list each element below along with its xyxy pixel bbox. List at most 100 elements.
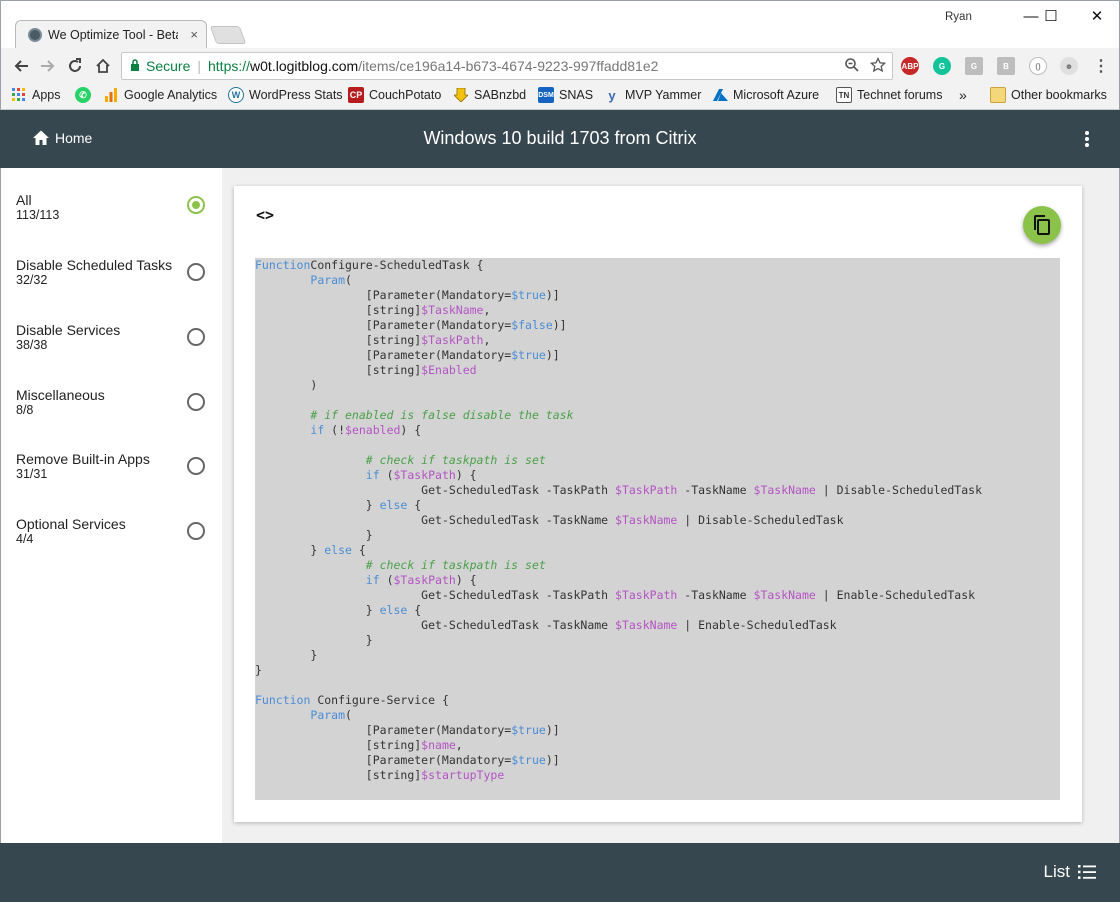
main-content: <> FunctionConfigure-ScheduledTask { Par…	[222, 168, 1120, 843]
bookmark-couchpotato[interactable]: CP CouchPotato	[348, 87, 441, 103]
whatsapp-icon: ✆	[75, 87, 91, 103]
code-line: # check if taskpath is set	[255, 453, 1060, 468]
bookmark-google-analytics[interactable]: Google Analytics	[103, 87, 217, 103]
zoom-icon[interactable]	[844, 57, 860, 77]
bookmark-snas[interactable]: DSM SNAS	[538, 87, 593, 103]
bookmark-whatsapp[interactable]: ✆	[75, 87, 96, 103]
bookmark-microsoft-azure[interactable]: Microsoft Azure	[712, 87, 819, 103]
code-line: } else {	[255, 543, 1060, 558]
category-count: 8/8	[16, 403, 34, 417]
code-token: (	[379, 468, 394, 482]
yammer-icon: y	[608, 87, 616, 103]
code-token: Configure-ScheduledTask {	[310, 258, 484, 272]
code-line: }	[255, 528, 1060, 543]
list-label: List	[1043, 862, 1070, 881]
extension-code-icon[interactable]: ()	[1029, 57, 1047, 75]
browser-tab[interactable]: We Optimize Tool - Beta ×	[15, 20, 207, 49]
bookmark-apps[interactable]: Apps	[11, 87, 61, 103]
extension-g-icon[interactable]: G	[965, 57, 983, 75]
home-browser-button[interactable]	[91, 54, 115, 78]
code-token: Function	[255, 693, 311, 707]
category-optional-services[interactable]: Optional Services 4/4	[16, 517, 216, 559]
category-radio[interactable]	[187, 263, 205, 281]
code-token: }	[255, 633, 373, 647]
tab-close-icon[interactable]: ×	[190, 27, 198, 42]
copy-button[interactable]	[1023, 206, 1061, 244]
code-line	[255, 393, 1060, 408]
code-token	[255, 423, 310, 437]
minimize-button[interactable]: —	[1023, 7, 1039, 25]
back-arrow-icon	[14, 60, 28, 72]
code-line: [string]$TaskName,	[255, 303, 1060, 318]
grammarly-icon[interactable]: G	[933, 57, 951, 75]
list-button[interactable]: List	[1044, 862, 1096, 882]
category-radio[interactable]	[187, 522, 205, 540]
bookmark-wordpress-stats[interactable]: W WordPress Stats	[228, 87, 343, 103]
code-token: )]	[545, 723, 560, 737]
extension-b-icon[interactable]: B	[997, 57, 1015, 75]
category-radio[interactable]	[187, 328, 205, 346]
code-line: # check if taskpath is set	[255, 558, 1060, 573]
code-token: $TaskName	[753, 588, 816, 602]
code-line: [string]$name,	[255, 738, 1060, 753]
forward-arrow-icon	[41, 60, 55, 72]
code-token: else	[324, 543, 352, 557]
category-name: Remove Built-in Apps	[16, 451, 150, 467]
category-all[interactable]: All 113/113	[16, 193, 216, 235]
chrome-menu-icon[interactable]: ⋮	[1093, 58, 1109, 75]
category-radio[interactable]	[187, 393, 205, 411]
code-token: [Parameter(Mandatory=	[255, 753, 512, 767]
code-view-toggle[interactable]: <>	[256, 206, 275, 224]
bookmark-label: Other bookmarks	[1011, 88, 1107, 102]
bookmark-star-icon[interactable]	[869, 56, 887, 77]
tab-favicon-icon	[28, 28, 42, 42]
more-options-icon[interactable]	[1080, 128, 1094, 150]
adblock-icon[interactable]: ABP	[901, 57, 919, 75]
new-tab-button[interactable]	[209, 26, 247, 44]
close-window-button[interactable]: ✕	[1090, 8, 1104, 25]
list-icon	[1078, 865, 1096, 879]
code-token: [Parameter(Mandatory=	[255, 318, 512, 332]
code-line: Get-ScheduledTask -TaskName $TaskName | …	[255, 513, 1060, 528]
bookmark-label: SABnzbd	[474, 88, 527, 102]
address-bar[interactable]: Secure | https:// w0t.logitblog.com /ite…	[121, 52, 893, 80]
code-block[interactable]: FunctionConfigure-ScheduledTask { Param(…	[255, 258, 1060, 800]
bookmarks-bar: Apps ✆ Google Analytics W WordPress Stat…	[0, 84, 1120, 110]
code-token: | Disable-ScheduledTask	[677, 513, 844, 527]
code-token	[255, 573, 366, 587]
other-bookmarks[interactable]: Other bookmarks	[990, 87, 1107, 103]
category-disable-services[interactable]: Disable Services 38/38	[16, 323, 216, 365]
bookmark-technet-forums[interactable]: TN Technet forums	[836, 87, 942, 103]
forward-button[interactable]	[36, 54, 60, 78]
bookmarks-overflow-button[interactable]: »	[959, 87, 967, 103]
code-token: )]	[552, 318, 567, 332]
code-line	[255, 678, 1060, 693]
code-token: -TaskName	[677, 588, 754, 602]
back-button[interactable]	[9, 54, 33, 78]
category-radio[interactable]	[187, 457, 205, 475]
code-token: ,	[483, 333, 491, 347]
code-token: Function	[255, 258, 311, 272]
category-name: Disable Scheduled Tasks	[16, 257, 173, 273]
code-token: )]	[545, 348, 560, 362]
category-radio[interactable]	[187, 196, 205, 214]
home-button[interactable]: Home	[32, 129, 92, 147]
reload-button[interactable]	[63, 54, 87, 78]
extension-incognito-icon[interactable]: ☻	[1060, 57, 1078, 75]
code-token: $TaskPath	[393, 468, 456, 482]
code-token: (	[345, 273, 352, 287]
category-remove-built-in-apps[interactable]: Remove Built-in Apps 31/31	[16, 452, 216, 494]
category-name: Miscellaneous	[16, 387, 105, 403]
lock-icon	[130, 58, 140, 74]
category-disable-scheduled-tasks[interactable]: Disable Scheduled Tasks 32/32	[16, 258, 216, 300]
profile-user[interactable]: Ryan	[945, 11, 972, 23]
category-miscellaneous[interactable]: Miscellaneous 8/8	[16, 388, 216, 430]
folder-icon	[990, 87, 1006, 103]
code-line: if ($TaskPath) {	[255, 573, 1060, 588]
bookmark-sabnzbd[interactable]: SABnzbd	[453, 87, 526, 103]
bookmark-mvp-yammer[interactable]: y MVP Yammer	[604, 87, 701, 103]
code-line: } else {	[255, 603, 1060, 618]
code-line: Param(	[255, 273, 1060, 288]
maximize-button[interactable]: ☐	[1044, 8, 1058, 25]
code-token: ) {	[455, 468, 477, 482]
